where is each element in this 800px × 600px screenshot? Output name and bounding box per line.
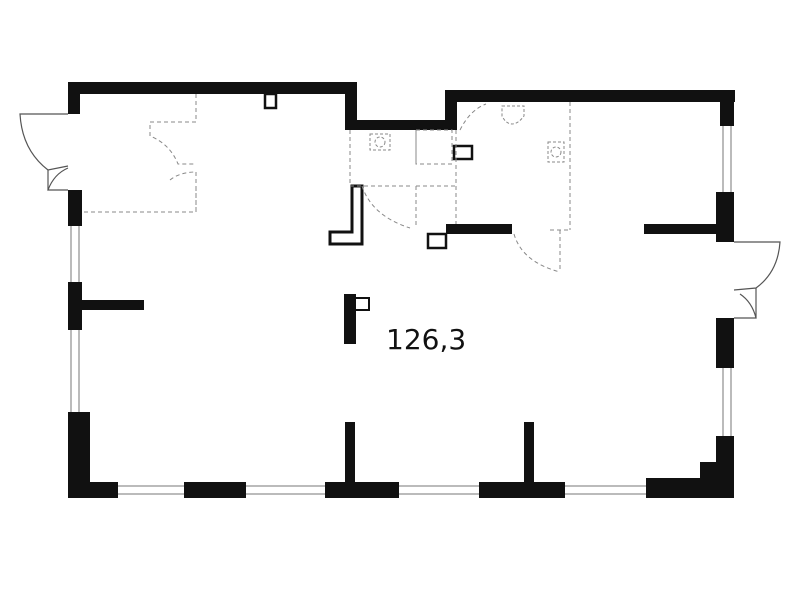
window-right [722,126,732,436]
entrance-door-right[interactable] [733,241,781,319]
window-bottom [118,485,646,495]
window-left [70,226,80,412]
partitions-top-left [84,94,197,213]
toilet-icon [369,133,391,151]
interior-wall-stubs [82,224,720,486]
exterior-walls [68,82,735,498]
shaft-boxes [263,92,474,250]
bathtub-icon [501,105,525,125]
partitions-bath [349,102,571,273]
entrance-door-left[interactable] [19,113,69,191]
sink-icon [547,141,565,163]
column-pillar [344,294,370,344]
kitchen-counter [328,184,364,246]
area-label: 126,3 [386,323,467,356]
